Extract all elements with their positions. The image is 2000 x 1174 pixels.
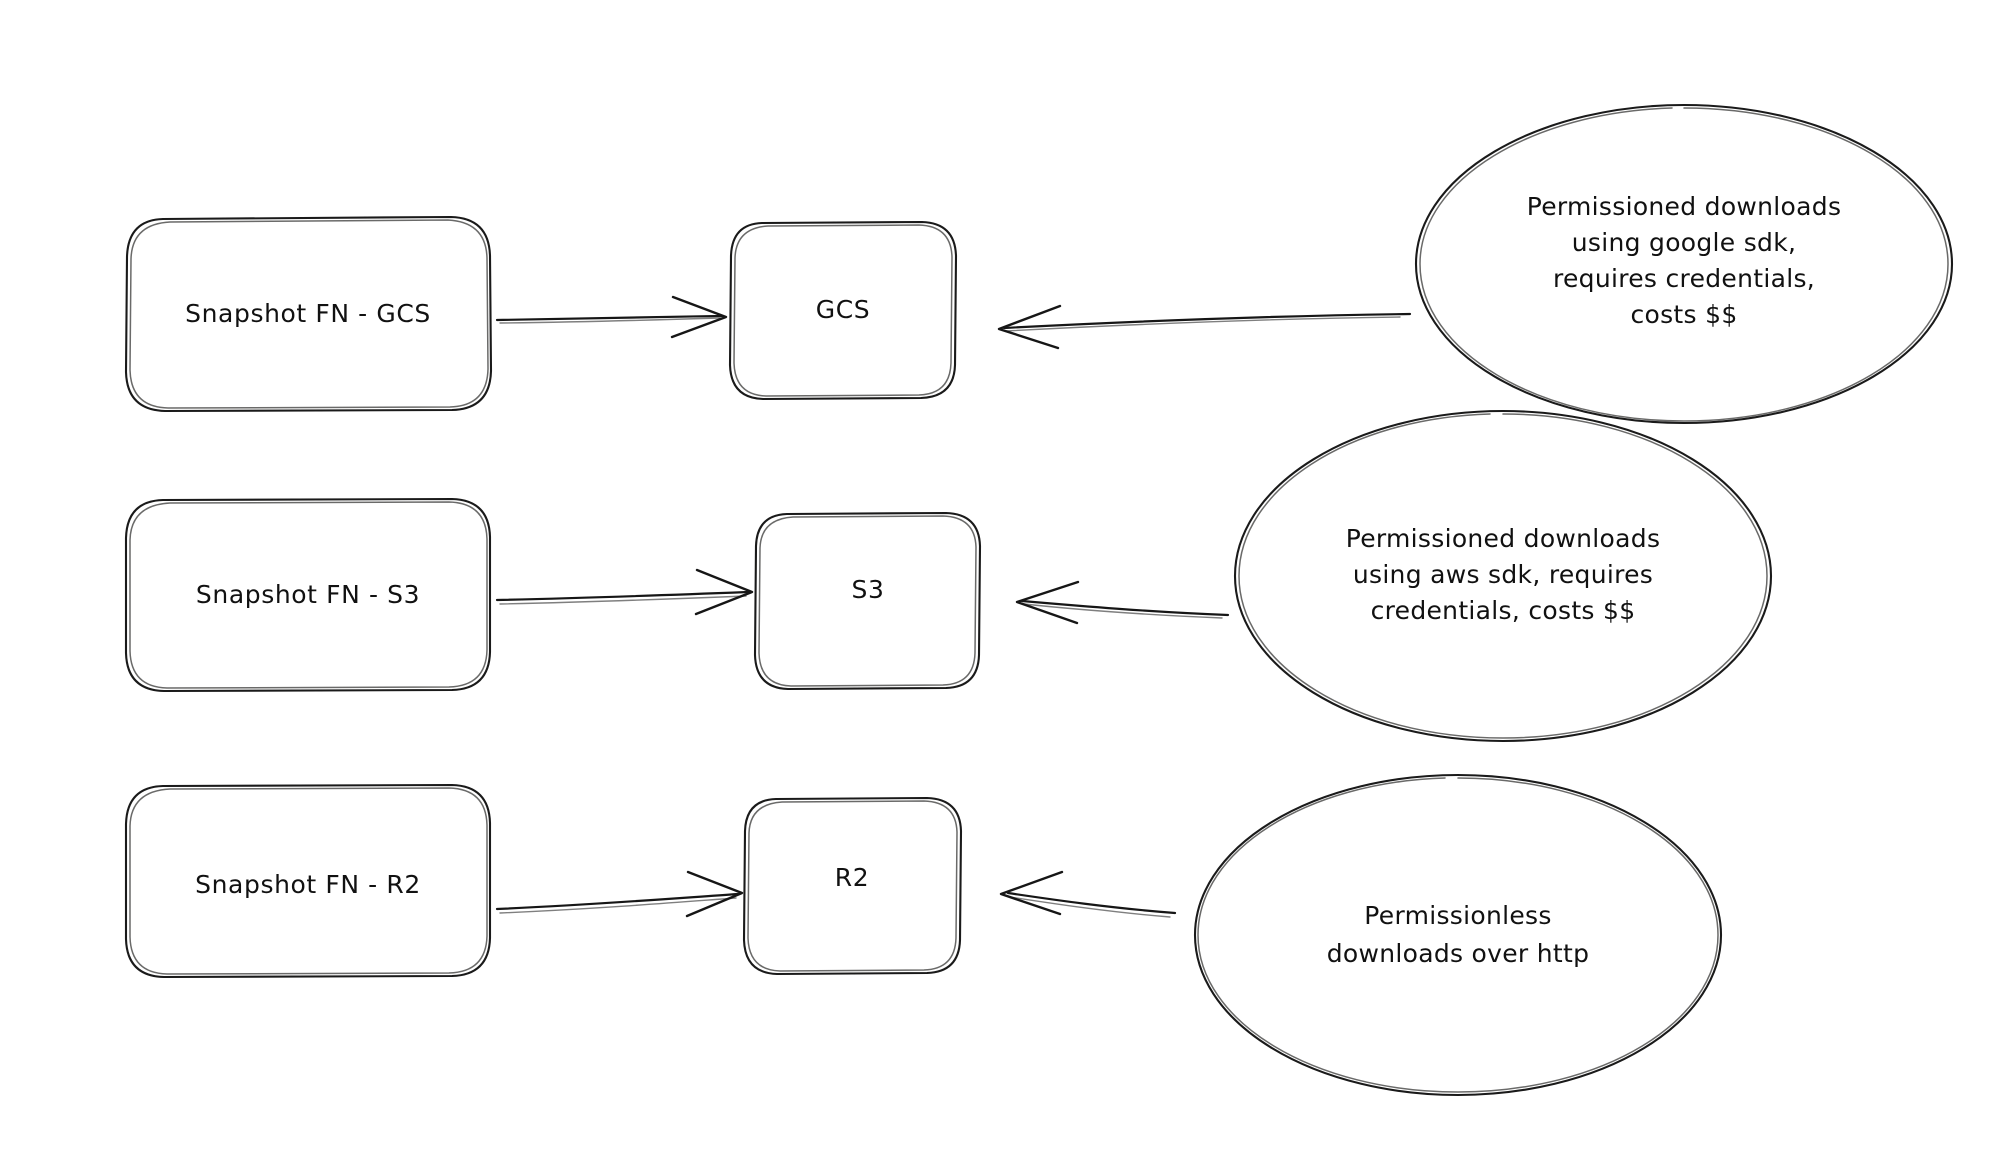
node-label-snapshot-fn-s3: Snapshot FN - S3 bbox=[196, 580, 420, 609]
note-s3-line-1: Permissioned downloads bbox=[1346, 524, 1661, 553]
note-gcs-line-1: Permissioned downloads bbox=[1527, 192, 1842, 221]
edge-fn-to-s3 bbox=[495, 568, 754, 616]
node-label-s3: S3 bbox=[852, 575, 885, 604]
edge-note-gcs-to-gcs bbox=[997, 304, 1412, 350]
note-s3-line-3: credentials, costs $$ bbox=[1371, 596, 1636, 625]
edge-note-r2-to-r2 bbox=[999, 870, 1177, 918]
edge-fn-to-gcs bbox=[495, 295, 728, 339]
node-snapshot-fn-s3[interactable]: Snapshot FN - S3 bbox=[124, 497, 492, 693]
edge-fn-to-r2 bbox=[495, 870, 744, 918]
node-snapshot-fn-r2[interactable]: Snapshot FN - R2 bbox=[124, 783, 492, 979]
note-gcs[interactable]: Permissioned downloads using google sdk,… bbox=[1414, 103, 1954, 425]
note-gcs-line-2: using google sdk, bbox=[1572, 228, 1797, 257]
note-s3[interactable]: Permissioned downloads using aws sdk, re… bbox=[1233, 409, 1773, 743]
edge-note-s3-to-s3 bbox=[1015, 580, 1230, 625]
node-label-r2: R2 bbox=[835, 863, 869, 892]
note-r2[interactable]: Permissionless downloads over http bbox=[1193, 773, 1723, 1097]
node-label-snapshot-fn-gcs: Snapshot FN - GCS bbox=[185, 299, 431, 328]
note-r2-line-1: Permissionless bbox=[1364, 901, 1551, 930]
node-snapshot-fn-gcs[interactable]: Snapshot FN - GCS bbox=[124, 215, 493, 413]
node-label-gcs: GCS bbox=[816, 295, 871, 324]
node-s3[interactable]: S3 bbox=[753, 511, 982, 691]
note-gcs-line-3: requires credentials, bbox=[1553, 264, 1815, 293]
note-s3-line-2: using aws sdk, requires bbox=[1353, 560, 1653, 589]
node-label-snapshot-fn-r2: Snapshot FN - R2 bbox=[195, 870, 421, 899]
node-gcs[interactable]: GCS bbox=[728, 220, 958, 401]
note-gcs-line-4: costs $$ bbox=[1630, 300, 1737, 329]
note-r2-line-2: downloads over http bbox=[1327, 939, 1590, 968]
node-r2[interactable]: R2 bbox=[742, 796, 963, 976]
